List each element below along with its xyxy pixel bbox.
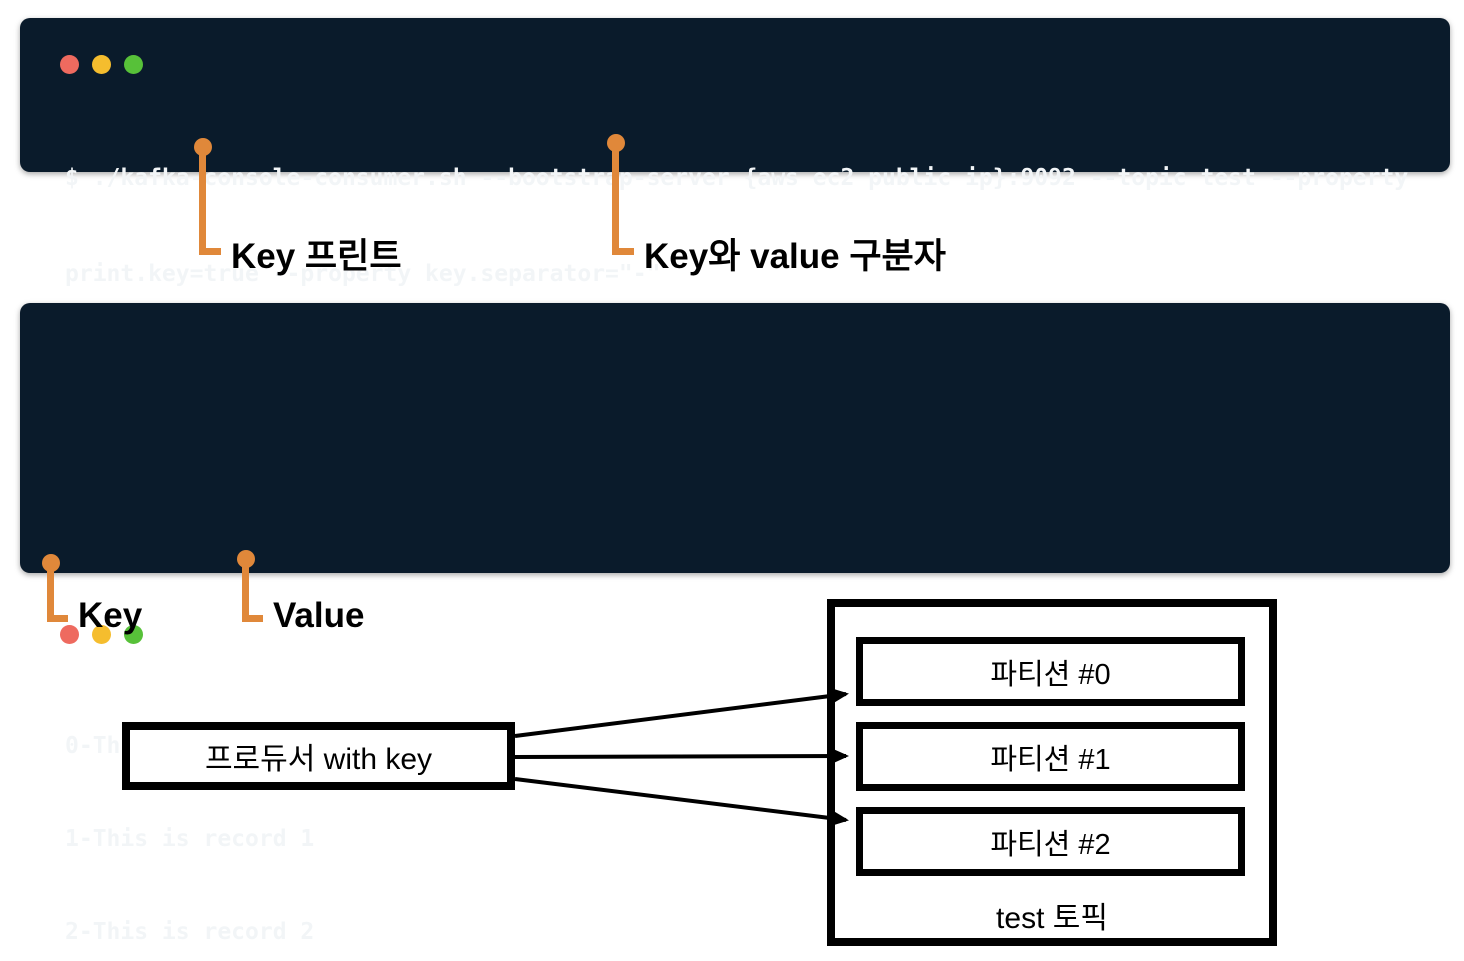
callout-label-key-print: Key 프린트 (231, 237, 402, 276)
consumer-command-text: $ ./kafka-console-consumer.sh --bootstra… (65, 98, 1408, 354)
partition-1-box: 파티션 #1 (856, 722, 1245, 791)
terminal-window-consumer-command: $ ./kafka-console-consumer.sh --bootstra… (20, 18, 1450, 287)
command-line-1: $ ./kafka-console-consumer.sh --bootstra… (65, 165, 1409, 191)
callout-label-value: Value (273, 596, 365, 635)
record-output-text: 0-This is record 0 1-This is record 1 2-… (65, 669, 314, 961)
callout-line-value (242, 559, 249, 622)
close-button-icon[interactable] (60, 625, 79, 644)
callout-foot-separator (616, 248, 634, 255)
window-controls (60, 625, 143, 644)
callout-foot-value (246, 615, 263, 622)
minimize-button-icon[interactable] (92, 55, 111, 74)
partition-0-box: 파티션 #0 (856, 637, 1245, 706)
producer-box: 프로듀서 with key (122, 722, 515, 790)
callout-line-key (47, 563, 54, 622)
close-button-icon[interactable] (60, 55, 79, 74)
zoom-button-icon[interactable] (124, 55, 143, 74)
callout-label-key: Key (78, 596, 143, 635)
arrow-to-partition-2 (514, 777, 849, 827)
callout-line-print-key (199, 147, 206, 255)
window-controls (60, 55, 143, 74)
callout-label-key-value-separator: Key와 value 구분자 (644, 237, 946, 276)
zoom-button-icon[interactable] (124, 625, 143, 644)
record-line: 1-This is record 1 (65, 826, 315, 852)
terminal-window-consumer-output: 0-This is record 0 1-This is record 1 2-… (20, 303, 1450, 945)
command-line-2: print.key=true --property key.separator=… (65, 261, 661, 287)
callout-line-separator (612, 143, 619, 255)
callout-foot-key (51, 615, 68, 622)
arrow-to-partition-0 (514, 687, 849, 738)
arrow-to-partition-1 (514, 747, 849, 766)
record-line: 2-This is record 2 (65, 919, 315, 945)
callout-foot-print-key (203, 248, 221, 255)
partition-2-box: 파티션 #2 (856, 807, 1245, 876)
minimize-button-icon[interactable] (92, 625, 111, 644)
topic-label: test 토픽 (996, 902, 1108, 935)
